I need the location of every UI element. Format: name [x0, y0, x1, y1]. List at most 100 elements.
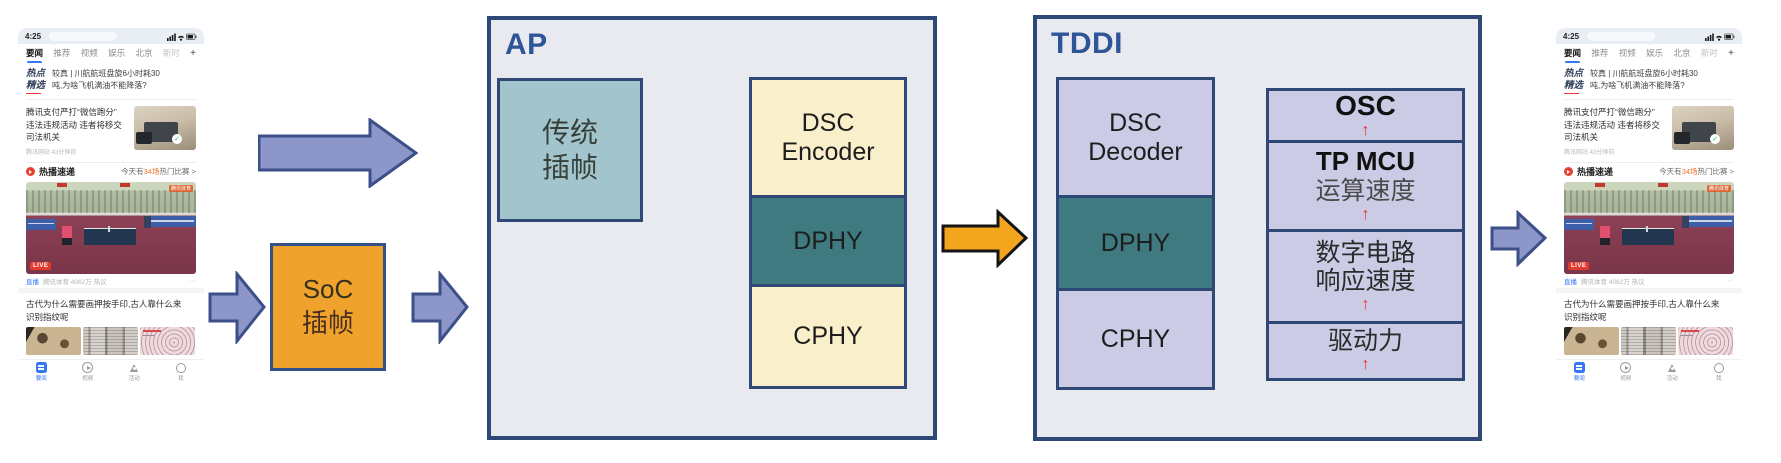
section-more-link[interactable]: 今天有34场热门比赛 > [121, 167, 196, 177]
live-badge: LIVE [1568, 262, 1590, 271]
article-thumbnails [26, 326, 196, 355]
news-article-row[interactable]: 古代为什么需要画押按手印,古人靠什么来 识别指纹呢 [1556, 293, 1742, 359]
bottom-nav-bar: 要闻 视频 活动 我 [18, 358, 205, 385]
tddi-title: TDDI [1051, 27, 1123, 60]
tp-mcu-box: TP MCU 运算速度↑ [1269, 143, 1462, 232]
tab-xinshidai[interactable]: 新时 [1700, 48, 1718, 58]
cphy-box: CPHY [1059, 291, 1212, 387]
tab-yaowen[interactable]: 要闻 [1564, 48, 1582, 63]
play-circle-icon [1620, 362, 1632, 374]
tab-shipin[interactable]: 视频 [80, 48, 98, 58]
hot-picks-badge: 热点 精选 [26, 68, 45, 94]
tab-shipin[interactable]: 视频 [1618, 48, 1636, 58]
osc-box: OSC↑ [1269, 90, 1462, 143]
hot-picks-badge: 热点 精选 [1564, 68, 1583, 94]
broadcaster-logo: 腾讯体育 [1706, 185, 1731, 193]
live-tag[interactable]: 直播 [1564, 279, 1577, 287]
more-options-icon[interactable]: ⋯ [1727, 278, 1734, 286]
status-pill [49, 31, 118, 41]
news-article-row[interactable]: 腾讯支付严打“微信跑分” 违法违规活动 违者将移交 司法机关 腾讯网站 43分钟… [18, 100, 204, 162]
phone-status-bar: 4:25 [18, 28, 204, 44]
flow-arrow-phone-to-soc [208, 271, 266, 344]
tab-beijing[interactable]: 北京 [135, 48, 153, 58]
dsc-encoder-box: DSC Encoder [752, 80, 904, 198]
bottom-nav-bar: 要闻 视频 活动 我 [1556, 358, 1743, 385]
driving-power-box: 驱动力↑ [1269, 324, 1462, 378]
divider [26, 99, 196, 101]
video-meta-row: 直播 腾讯体育 4062万 热议 ⋯ [26, 278, 196, 287]
dphy-box: DPHY [752, 198, 904, 287]
triangle-icon [129, 362, 140, 373]
phone-screenshot-source: 4:25 要闻 推荐 视频 娱乐 北京 新时 + 热点 精选 [18, 28, 204, 385]
news-article-row[interactable]: 腾讯支付严打“微信跑分” 违法违规活动 违者将移交 司法机关 腾讯网站 43分钟… [1556, 100, 1742, 162]
up-arrow-icon: ↑ [1361, 122, 1370, 140]
nav-item-video[interactable]: 视频 [65, 362, 112, 382]
ap-container: AP 传统 插帧 DSC Encoder DPHY CPHY [487, 16, 937, 440]
article-text: 腾讯支付严打“微信跑分” 违法违规活动 违者将移交 司法机关 腾讯网站 43分钟… [1564, 106, 1666, 156]
news-article-row[interactable]: 古代为什么需要画押按手印,古人靠什么来 识别指纹呢 [18, 293, 204, 359]
flow-arrow-phone-to-ap [258, 118, 418, 188]
ap-phy-stack: DSC Encoder DPHY CPHY [749, 77, 907, 389]
nav-item-activity[interactable]: 活动 [111, 362, 158, 382]
signal-wifi-battery-icon [1705, 33, 1735, 41]
live-video-thumbnail[interactable]: 腾讯体育 LIVE [1564, 182, 1734, 275]
divider [1564, 99, 1734, 101]
section-more-link[interactable]: 今天有34场热门比赛 > [1659, 167, 1734, 177]
ap-title: AP [505, 28, 548, 61]
home-icon [35, 362, 47, 374]
live-video-thumbnail[interactable]: 腾讯体育 LIVE [26, 182, 196, 275]
hot-picks-row[interactable]: 热点 精选 较真 | 川航航班盘旋6小时耗30 吨,为啥飞机满油不能降落? [1556, 62, 1742, 99]
up-arrow-icon: ↑ [1361, 206, 1370, 224]
hot-picks-row[interactable]: 热点 精选 较真 | 川航航班盘旋6小时耗30 吨,为啥飞机满油不能降落? [18, 62, 204, 99]
nav-item-me[interactable]: 我 [1696, 362, 1743, 382]
article-text: 腾讯支付严打“微信跑分” 违法违规活动 违者将移交 司法机关 腾讯网站 43分钟… [26, 106, 128, 156]
tab-tuijian[interactable]: 推荐 [53, 48, 71, 58]
tddi-container: TDDI DSC Decoder DPHY CPHY OSC↑ TP MCU 运… [1033, 15, 1482, 441]
live-tag[interactable]: 直播 [26, 279, 39, 287]
nav-item-activity[interactable]: 活动 [1649, 362, 1696, 382]
add-channel-button[interactable]: + [190, 47, 196, 59]
tddi-phy-stack: DSC Decoder DPHY CPHY [1056, 77, 1215, 390]
divider [1564, 162, 1734, 164]
section-header: 热播速递 今天有34场热门比赛 > [18, 163, 204, 180]
thick-divider [1556, 288, 1742, 294]
home-icon [1573, 362, 1585, 374]
tab-tuijian[interactable]: 推荐 [1591, 48, 1609, 58]
tab-bar: 要闻 推荐 视频 娱乐 北京 新时 + [1556, 44, 1742, 63]
cphy-box: CPHY [752, 287, 904, 386]
article-thumbnails [1564, 326, 1734, 355]
article-meta: 腾讯网站 43分钟前 [26, 150, 77, 157]
nav-item-video[interactable]: 视频 [1603, 362, 1650, 382]
nav-item-me[interactable]: 我 [158, 362, 205, 382]
section-header: 热播速递 今天有34场热门比赛 > [1556, 163, 1742, 180]
digital-circuit-box: 数字电路 响应速度↑ [1269, 232, 1462, 324]
tab-yule[interactable]: 娱乐 [1646, 48, 1664, 58]
hot-headline: 较真 | 川航航班盘旋6小时耗30 吨,为啥飞机满油不能降落? [1590, 69, 1698, 90]
legacy-frame-insertion-box: 传统 插帧 [497, 78, 643, 222]
nav-item-home[interactable]: 要闻 [18, 362, 65, 382]
hot-live-icon [1564, 167, 1573, 177]
signal-wifi-battery-icon [167, 33, 197, 41]
hot-live-icon [26, 167, 35, 177]
divider [26, 162, 196, 164]
tab-xinshidai[interactable]: 新时 [162, 48, 180, 58]
hot-headline: 较真 | 川航航班盘旋6小时耗30 吨,为啥飞机满油不能降落? [52, 69, 160, 90]
tab-yule[interactable]: 娱乐 [108, 48, 126, 58]
dsc-decoder-box: DSC Decoder [1059, 80, 1212, 198]
tab-yaowen[interactable]: 要闻 [26, 48, 44, 63]
thumbnail-fingerprints [1621, 326, 1676, 355]
nav-item-home[interactable]: 要闻 [1556, 362, 1603, 382]
more-options-icon[interactable]: ⋯ [189, 278, 196, 286]
thumbnail-fingerprint-card [1678, 326, 1733, 355]
status-pill [1587, 31, 1656, 41]
up-arrow-icon: ↑ [1361, 296, 1370, 314]
profile-icon [1713, 362, 1724, 373]
up-arrow-icon: ↑ [1361, 356, 1370, 374]
tab-beijing[interactable]: 北京 [1673, 48, 1691, 58]
flow-arrow-ap-to-tddi [941, 209, 1029, 268]
video-meta-row: 直播 腾讯体育 4062万 热议 ⋯ [1564, 278, 1734, 287]
tddi-benefit-stack: OSC↑ TP MCU 运算速度↑ 数字电路 响应速度↑ 驱动力↑ [1266, 88, 1465, 381]
add-channel-button[interactable]: + [1728, 47, 1734, 59]
article-thumbnail: ✓ [1672, 106, 1734, 151]
clock-time: 4:25 [1563, 31, 1580, 41]
